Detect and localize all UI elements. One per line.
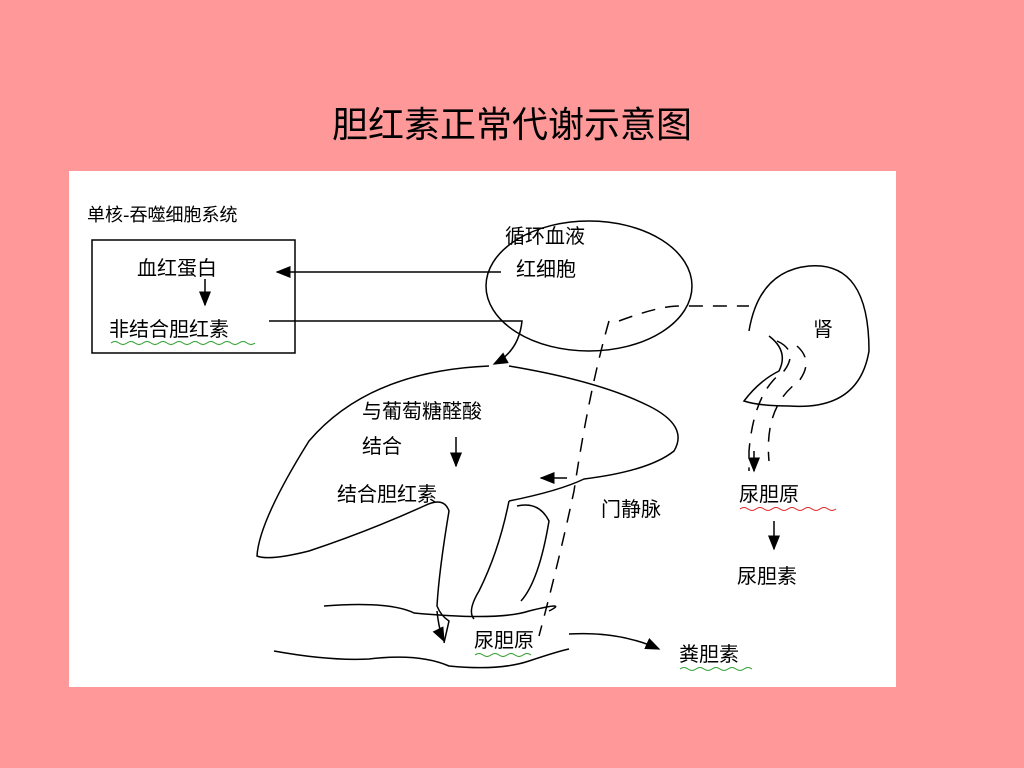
intestine-upper-outline	[323, 603, 557, 618]
kidney-label: 肾	[813, 317, 833, 341]
hemoglobin-label: 血红蛋白	[137, 256, 217, 280]
intestine-lower-outline	[273, 648, 570, 669]
kidney-ureter-dash-1	[748, 340, 791, 471]
bilirubin-metabolism-diagram: 单核-吞噬细胞系统 血红蛋白 非结合胆红素 循环血液 红细胞 与葡萄糖醛酸 结合…	[87, 205, 870, 671]
diagram-panel: 单核-吞噬细胞系统 血红蛋白 非结合胆红素 循环血液 红细胞 与葡萄糖醛酸 结合…	[69, 171, 896, 687]
duodenum-outline	[516, 504, 550, 602]
bilirubin-to-liver-arrow	[269, 320, 523, 365]
slide-title: 胆红素正常代谢示意图	[331, 105, 692, 146]
circulation-label-2: 红细胞	[516, 257, 576, 281]
portal-vein-path	[538, 320, 610, 637]
urobilinogen-to-stercobilin-arrow	[568, 632, 661, 650]
spellcheck-underline	[474, 653, 532, 657]
liver-right-outline	[508, 365, 679, 502]
urobilin-label: 尿胆素	[737, 564, 797, 588]
bile-to-intestine-arrow	[432, 610, 445, 643]
glucuronic-label-2: 结合	[362, 434, 402, 458]
circulation-label-1: 循环血液	[505, 224, 585, 248]
spellcheck-underline	[739, 507, 837, 511]
kidney-outline	[742, 265, 870, 408]
spellcheck-underline	[679, 667, 753, 671]
stercobilin-label: 粪胆素	[679, 642, 739, 666]
urobilinogen-gut-label: 尿胆原	[474, 628, 534, 652]
phagocyte-box	[91, 239, 296, 354]
portal-to-kidney-dash	[618, 305, 749, 322]
bile-duct-outline	[470, 500, 510, 620]
spellcheck-underline	[110, 341, 256, 345]
glucuronic-label-1: 与葡萄糖醛酸	[362, 399, 482, 423]
unconjugated-bilirubin-label: 非结合胆红素	[109, 317, 229, 341]
urobilinogen-kidney-label: 尿胆原	[739, 482, 799, 506]
liver-outline	[256, 365, 490, 644]
circulation-ellipse	[485, 220, 693, 352]
system-label: 单核-吞噬细胞系统	[87, 205, 238, 226]
kidney-ureter-dash-2	[767, 345, 807, 462]
portal-vein-label: 门静脉	[601, 497, 661, 521]
conjugated-bilirubin-label: 结合胆红素	[337, 482, 437, 506]
